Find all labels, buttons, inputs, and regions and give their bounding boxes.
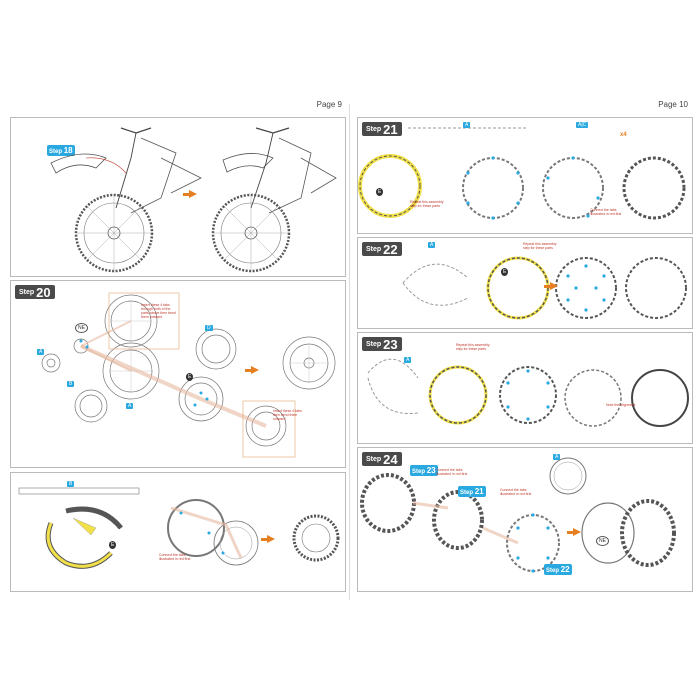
part-tag-d: D	[205, 325, 213, 331]
tire-assembly-illustration	[18, 487, 340, 569]
step-22-note-1: Repeat this assembly step for these part…	[523, 242, 557, 250]
e-label-3: E	[376, 188, 384, 196]
step-18-tag: Step 18	[47, 145, 75, 156]
part-tag-a5: A	[404, 357, 412, 363]
page-left: Page 9	[8, 100, 346, 600]
page-right: Page 10	[354, 100, 692, 600]
step-24-sub-21: Step 21	[458, 486, 486, 497]
step-20b-panel: B E Connect the tabs illustrated in red …	[10, 472, 346, 592]
page-number: Page 9	[316, 100, 342, 109]
step-23-rings-illustration	[367, 358, 689, 427]
step-21-note-2: Connect the tabs illustrated in red firs…	[590, 208, 622, 216]
part-tag-a3: A	[463, 122, 471, 128]
step-24-note-2: Connect the tabs illustrated in red firs…	[500, 488, 532, 496]
step-21-note-1: Repeat this assembly step for these part…	[410, 200, 444, 208]
step-20-arrow	[245, 366, 259, 374]
step-18-panel: Step 18	[10, 117, 346, 277]
motorcycle-before-illustration	[50, 127, 202, 273]
part-tag-b: B	[67, 381, 75, 387]
step-24-sub-22: Step 22	[544, 564, 572, 575]
part-tag-a: A	[37, 349, 45, 355]
e-label-2: E	[109, 541, 117, 549]
step-18-arrow	[183, 190, 197, 198]
step-24-note-1: Connect the tabs illustrated in red firs…	[436, 468, 468, 476]
step-23-note-2: Note the alignment	[606, 403, 636, 407]
ne-label-2: NE	[596, 536, 609, 546]
step-20b-arrow	[261, 535, 275, 543]
step-20-note-2: Insert these 4 tabs then bend them outwa…	[273, 409, 302, 421]
part-tag-a6: A	[553, 454, 561, 460]
ne-label: NE	[75, 323, 88, 333]
page-number: Page 10	[658, 100, 688, 109]
step-23-note-1: Repeat this assembly step for these part…	[456, 343, 490, 351]
step-20b-note: Connect the tabs illustrated in red firs…	[159, 553, 191, 561]
step-24-tire-illustration	[360, 457, 676, 573]
page-gutter	[349, 104, 350, 600]
part-tag-abc: A|C	[576, 122, 589, 128]
step-20-note-1: Insert these 4 tabs through both of the …	[141, 303, 176, 319]
times-label: x4	[620, 132, 627, 138]
step-20-assembly-illustration	[41, 292, 336, 458]
e-label-4: E	[501, 268, 509, 276]
part-tag-b2: B	[67, 481, 75, 487]
step-22-arrow	[544, 282, 558, 290]
part-tag-a4: A	[428, 242, 436, 248]
step-24-arrow	[567, 528, 581, 536]
part-tag-a2: A	[126, 403, 134, 409]
step-22-rings-illustration	[402, 256, 687, 320]
step-24-sub-23: Step 23	[410, 465, 438, 476]
e-label: E	[186, 373, 194, 381]
step-21-rings-illustration	[358, 127, 686, 220]
motorcycle-after-illustration	[211, 127, 337, 273]
